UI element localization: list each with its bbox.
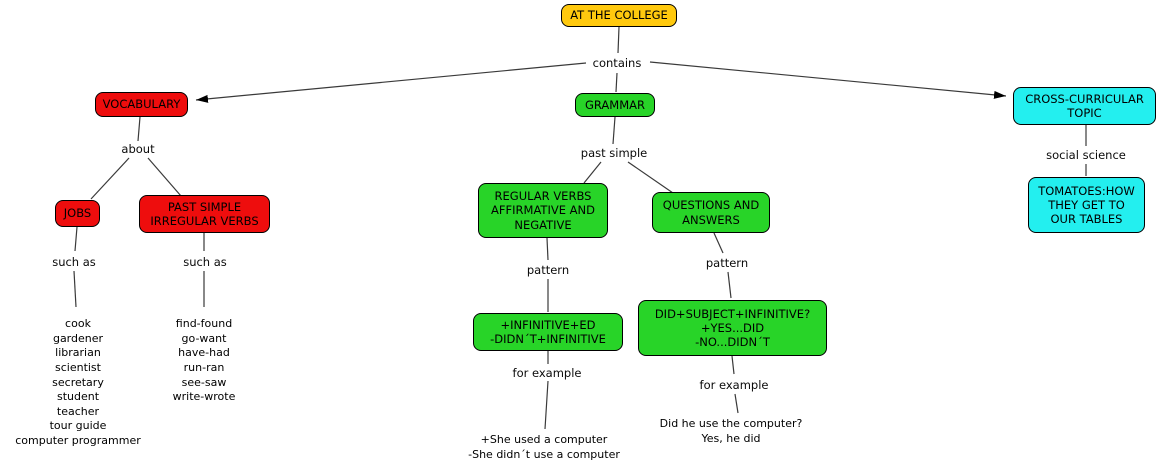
link-label-social-science[interactable]: social science — [1043, 148, 1129, 162]
link-label-such-as-verbs[interactable]: such as — [180, 255, 230, 269]
node-tomatoes[interactable]: TOMATOES:HOW THEY GET TO OUR TABLES — [1028, 177, 1145, 233]
jobs-list[interactable]: cook gardener librarian scientist secret… — [15, 317, 141, 447]
node-pattern-regular[interactable]: +INFINITIVE+ED -DIDN´T+INFINITIVE — [473, 313, 623, 351]
node-cross-curricular-topic[interactable]: CROSS-CURRICULAR TOPIC — [1013, 87, 1156, 125]
regular-example-text[interactable]: +She used a computer -She didn´t use a c… — [468, 433, 620, 461]
link-label-pattern-questions[interactable]: pattern — [702, 256, 752, 270]
link-label-for-example-questions[interactable]: for example — [696, 378, 772, 392]
node-at-the-college[interactable]: AT THE COLLEGE — [561, 4, 677, 27]
irregular-verbs-list[interactable]: find-found go-want have-had run-ran see-… — [172, 317, 236, 404]
link-label-for-example-regular[interactable]: for example — [509, 366, 585, 380]
node-regular-verbs[interactable]: REGULAR VERBS AFFIRMATIVE AND NEGATIVE — [478, 183, 608, 238]
link-label-past-simple[interactable]: past simple — [577, 146, 651, 160]
link-label-such-as-jobs[interactable]: such as — [49, 255, 99, 269]
node-jobs[interactable]: JOBS — [55, 200, 100, 227]
link-label-contains[interactable]: contains — [589, 56, 645, 70]
questions-example-text[interactable]: Did he use the computer? Yes, he did — [659, 417, 803, 445]
node-past-simple-irregular-verbs[interactable]: PAST SIMPLE IRREGULAR VERBS — [139, 195, 270, 233]
node-questions-and-answers[interactable]: QUESTIONS AND ANSWERS — [652, 192, 770, 233]
node-pattern-questions[interactable]: DID+SUBJECT+INFINITIVE? +YES...DID -NO..… — [638, 300, 827, 356]
node-vocabulary[interactable]: VOCABULARY — [95, 92, 188, 117]
node-grammar[interactable]: GRAMMAR — [575, 93, 655, 117]
link-label-pattern-regular[interactable]: pattern — [523, 263, 573, 277]
link-label-about[interactable]: about — [118, 142, 158, 156]
